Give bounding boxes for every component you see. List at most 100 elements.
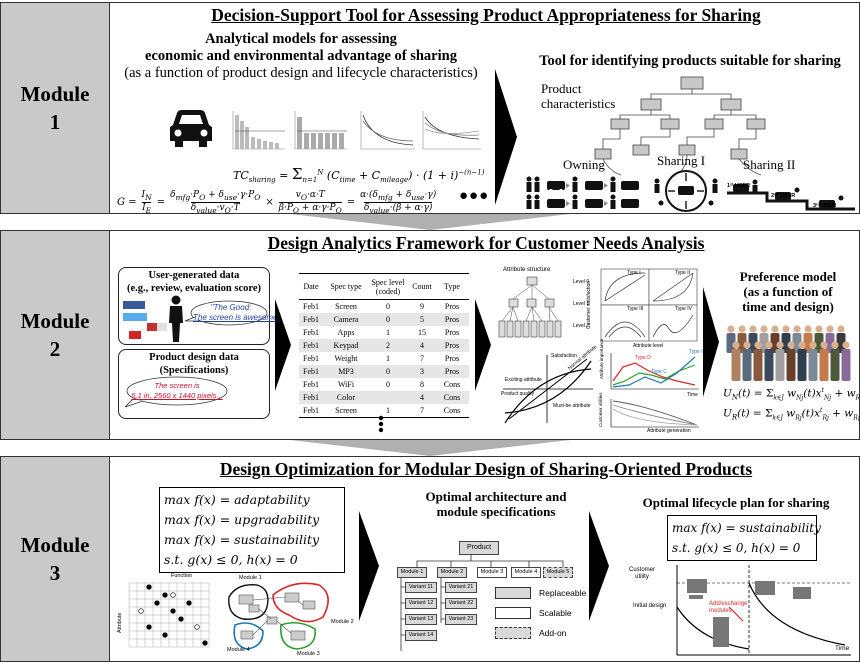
second-user-label: 2ⁿᵈ USER	[771, 193, 796, 199]
cell-count: 4	[420, 341, 424, 350]
equation-tc-sharing: TCsharing = Σn=1N (Ctime + Cmileage) · (…	[233, 165, 485, 185]
tree-module-node: Module 2	[437, 567, 467, 578]
module-1-panel: Module 1 Decision-Support Tool for Asses…	[0, 2, 860, 215]
function-axis-label: Function	[171, 573, 193, 579]
cluster-module-3-label: Module 3	[297, 651, 320, 657]
cell-count: 7	[420, 354, 424, 363]
cell-type: Pros	[444, 341, 460, 350]
owning-label: Owning	[563, 157, 605, 172]
objectives-box: max f(x) = adaptability max f(x) = upgra…	[159, 487, 345, 573]
legend-add-on: Add-on	[495, 627, 566, 639]
analysis-chart-2	[294, 111, 347, 150]
review-spec-table: Date Spec type Spec level (coded) Count …	[299, 273, 469, 418]
cell-count: 7	[420, 406, 424, 415]
cell-count: 3	[420, 367, 424, 376]
cell-count: 15	[418, 328, 426, 337]
lifecycle-objective-box: max f(x) = sustainability s.t. g(x) ≤ 0,…	[667, 515, 821, 561]
sharing-2-label: Sharing II	[743, 157, 796, 172]
spec-quote: The screen is 5.1 in, 2560 x 1440 pixels…	[129, 381, 225, 401]
person-silhouette-icon	[169, 295, 183, 342]
ellipsis-dots: ●●●	[459, 188, 490, 204]
dsm-mark	[178, 616, 184, 622]
analysis-chart-1	[227, 107, 287, 157]
variant-node: Variant 12	[405, 598, 437, 609]
cell-type: Pros	[444, 302, 460, 311]
table-header-spec-type: Spec type	[330, 282, 362, 291]
module-3-flow-arrow-1	[359, 511, 379, 621]
cell-spec-level: 0	[386, 380, 390, 389]
cell-count: 8	[420, 380, 424, 389]
tool-heading: Tool for identifying products suitable f…	[539, 53, 841, 69]
objective-adaptability: max f(x) = adaptability	[164, 492, 310, 507]
owning-people-cars-icon	[526, 176, 639, 209]
speech-bubble-blue	[184, 300, 268, 326]
cell-spec-type: Screen	[335, 302, 357, 311]
ugc-quote-line-1: "The Good:	[210, 303, 252, 312]
objective-constraints: s.t. g(x) ≤ 0, h(x) = 0	[164, 552, 298, 567]
tree-module-node: Module 5	[543, 567, 573, 578]
table-header-count: Count	[412, 282, 432, 291]
cell-date: Feb1	[303, 367, 319, 376]
module-2-label: Module 2	[1, 231, 110, 439]
table-continuation-dots	[378, 415, 384, 433]
module-3-title: Design Optimization for Modular Design o…	[219, 459, 753, 479]
dsm-mark	[186, 600, 192, 606]
cell-spec-level: 1	[386, 406, 390, 415]
type-4-label: Type IV	[675, 306, 692, 312]
variant-node: Variant 22	[445, 598, 477, 609]
user-review-quote: "The Good: The screen is awesome"	[193, 303, 280, 323]
cell-type: Pros	[444, 328, 460, 337]
module-3-flow-arrow-2	[589, 511, 609, 621]
cluster-module-4-label: Module 4	[227, 647, 250, 653]
type-3-label: Type III	[627, 306, 644, 312]
table-header-row: Date Spec type Spec level (coded) Count …	[299, 274, 469, 300]
sharing-1-label: Sharing I	[657, 153, 706, 168]
module-3-panel: Module 3 Design Optimization for Modular…	[0, 456, 860, 662]
pdd-title-line-2: (Specifications)	[159, 365, 229, 376]
module-2-label-text: Module 2	[20, 309, 90, 361]
pdd-quote-line-2: 5.1 in, 2560 x 1440 pixels...	[131, 391, 223, 400]
dsm-mark	[146, 584, 152, 590]
exciting-attribute-label: Exciting attribute	[505, 377, 542, 383]
module-divider-arrow-2	[290, 440, 570, 456]
attribute-structure-label: Attribute structure	[503, 267, 551, 273]
attribute-importance-chart	[610, 353, 699, 390]
cell-date: Feb1	[303, 302, 319, 311]
satisfaction-type-grid	[600, 268, 698, 342]
car-icon	[170, 110, 212, 147]
module-2-flow-arrow-2	[475, 299, 491, 391]
cell-date: Feb1	[303, 328, 319, 337]
attribute-generation-axis: Attribute generation	[647, 428, 691, 434]
dsm-mark	[194, 624, 200, 630]
cluster-module-1-label: Module 1	[239, 575, 262, 581]
attribute-axis-label: Attribute	[117, 612, 123, 633]
cell-date: Feb1	[303, 393, 319, 402]
attribute-structure-tree	[498, 276, 562, 338]
customer-utility-axis: Customer utility	[629, 567, 656, 580]
variant-node: Variant 14	[405, 630, 437, 641]
cell-count: 5	[420, 315, 424, 324]
satisfaction-axis-label: Satisfaction	[551, 353, 577, 359]
lifecycle-utility-chart	[676, 565, 851, 656]
product-node: Product	[459, 541, 499, 555]
dsm-mark	[170, 592, 176, 598]
lifecycle-constraints: s.t. g(x) ≤ 0, h(x) = 0	[672, 541, 801, 555]
objective-upgradability: max f(x) = upgradability	[164, 512, 320, 527]
cell-spec-level: 2	[386, 341, 390, 350]
cell-type: Pros	[444, 367, 460, 376]
customer-crowd-icon	[726, 325, 851, 381]
pref-line-2: (as a function of	[743, 284, 833, 299]
architecture-heading: Optimal architecture and module specific…	[383, 489, 609, 519]
cell-spec-type: Weight	[334, 354, 358, 363]
architecture-tree-connectors	[400, 553, 564, 651]
first-user-label: 1ˢᵗ USER	[727, 183, 751, 189]
dsm-mark	[146, 624, 152, 630]
cell-type: Pros	[444, 354, 460, 363]
module-2-flow-arrow-3	[703, 287, 719, 397]
cell-date: Feb1	[303, 380, 319, 389]
level-0-label: Level 0	[573, 279, 590, 285]
cluster-module-2-label: Module 2	[331, 619, 354, 625]
